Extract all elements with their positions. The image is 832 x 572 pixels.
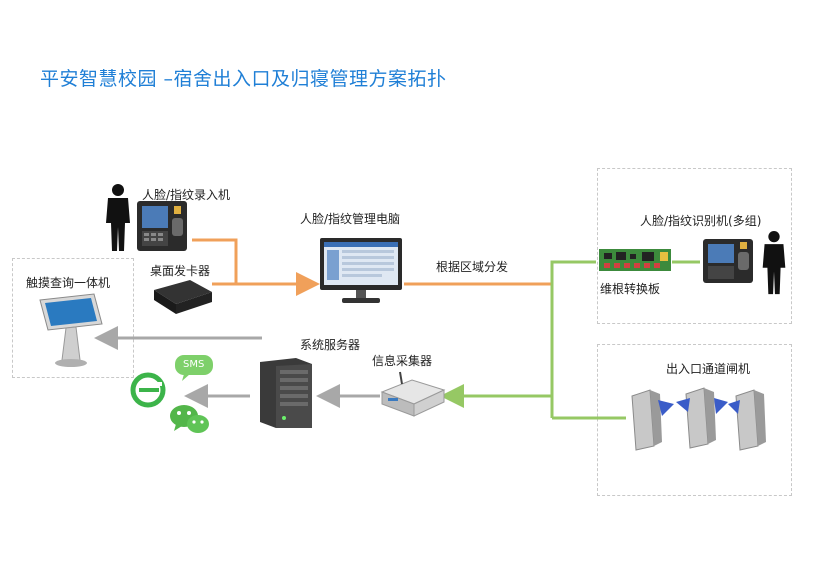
mgmt-pc-label: 人脸/指纹管理电脑 bbox=[300, 212, 401, 226]
kiosk-icon bbox=[39, 293, 103, 367]
wechat-icon bbox=[170, 405, 209, 433]
recognition-device-icon bbox=[703, 239, 753, 283]
enroll-device-label: 人脸/指纹录入机 bbox=[142, 188, 231, 202]
enrollment-device-icon bbox=[137, 201, 187, 251]
person-right-icon bbox=[762, 230, 786, 295]
enroll-to-pc-line bbox=[192, 238, 238, 284]
gate-label: 出入口通道闸机 bbox=[666, 362, 751, 376]
person-icon bbox=[106, 184, 130, 251]
server-label: 系统服务器 bbox=[300, 338, 361, 352]
desktop-reader-label: 桌面发卡器 bbox=[150, 264, 211, 278]
kiosk-group-box bbox=[12, 258, 134, 378]
kiosk-label: 触摸查询一体机 bbox=[26, 276, 111, 290]
collector-icon bbox=[380, 371, 446, 417]
gate-group-box bbox=[597, 344, 792, 496]
distribution-to-board-line bbox=[550, 260, 596, 284]
diagram-title: 平安智慧校园 –宿舍出入口及归寝管理方案拓扑 bbox=[40, 68, 447, 90]
recognition-device-label: 人脸/指纹识别机(多组) bbox=[640, 214, 762, 228]
sms-bubble-icon bbox=[175, 355, 213, 381]
wiegand-board-label: 维根转换板 bbox=[600, 282, 661, 296]
card-reader-icon bbox=[154, 280, 212, 314]
wiegand-board-icon bbox=[599, 249, 671, 271]
management-pc-icon bbox=[320, 238, 402, 303]
collector-label: 信息采集器 bbox=[372, 354, 433, 368]
browser-app-icon bbox=[130, 372, 166, 408]
turnstile-gate-icon bbox=[631, 387, 766, 451]
distribution-label: 根据区域分发 bbox=[436, 260, 509, 274]
server-icon bbox=[260, 358, 312, 428]
recognition-group-box bbox=[597, 168, 792, 324]
sms-label: SMS bbox=[183, 359, 205, 370]
